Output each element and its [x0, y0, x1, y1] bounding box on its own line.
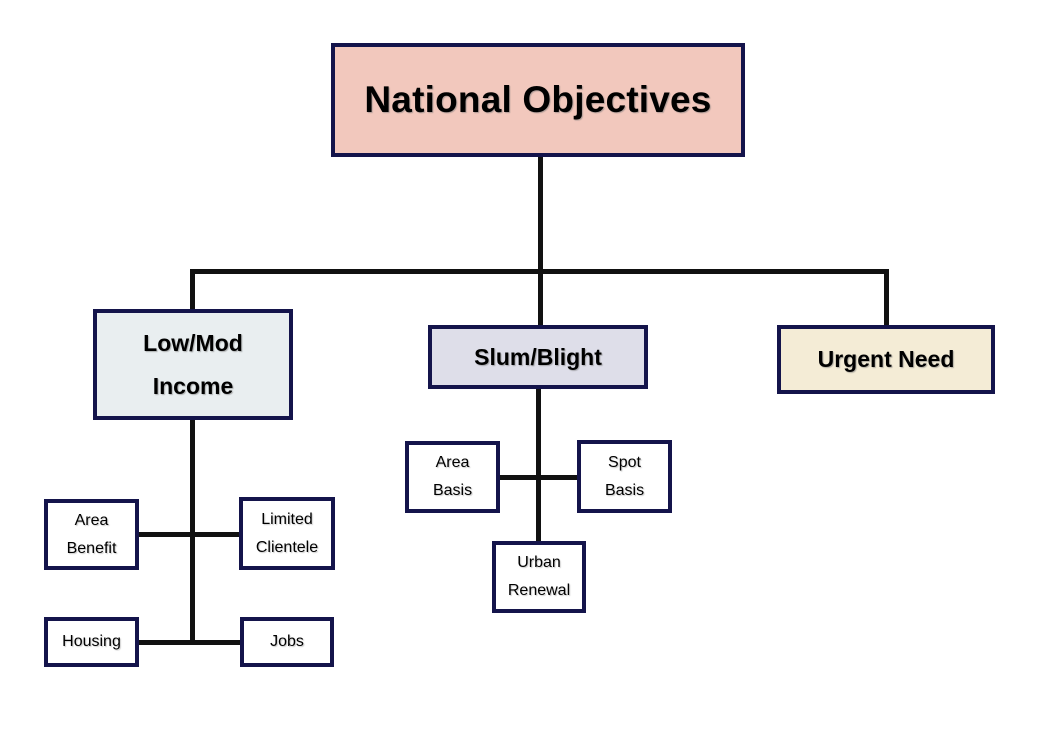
node-limited-clientele-label-line1: Limited — [261, 510, 313, 528]
node-low-mod-income[interactable]: Low/Mod Income — [93, 309, 293, 420]
connector-low-mod-crossbar-1 — [137, 532, 241, 537]
node-urban-renewal[interactable]: Urban Renewal — [492, 541, 586, 613]
node-limited-clientele[interactable]: Limited Clientele — [239, 497, 335, 570]
node-area-basis-label-line1: Area — [435, 454, 470, 471]
connector-slum-blight-crossbar — [498, 475, 579, 480]
connector-drop-urgent-need — [884, 269, 889, 327]
node-jobs-label: Jobs — [270, 633, 304, 650]
node-jobs[interactable]: Jobs — [240, 617, 334, 667]
connector-drop-low-mod-income — [190, 269, 195, 311]
node-limited-clientele-label-line2: Clientele — [255, 538, 319, 556]
node-spot-basis-label-line2: Basis — [604, 481, 645, 499]
node-area-basis-label-line2: Basis — [432, 482, 473, 499]
node-urgent-need[interactable]: Urgent Need — [777, 325, 995, 394]
node-slum-blight[interactable]: Slum/Blight — [428, 325, 648, 389]
node-spot-basis[interactable]: Spot Basis — [577, 440, 672, 513]
node-area-basis[interactable]: Area Basis — [405, 441, 500, 513]
node-low-mod-income-label-line2: Income — [152, 372, 234, 399]
node-housing[interactable]: Housing — [44, 617, 139, 667]
node-housing-label: Housing — [62, 633, 121, 650]
connector-slum-blight-stem — [536, 387, 541, 543]
node-area-benefit-label-line2: Benefit — [66, 539, 117, 557]
node-urban-renewal-label-line1: Urban — [517, 554, 561, 571]
node-national-objectives[interactable]: National Objectives — [331, 43, 745, 157]
node-slum-blight-label: Slum/Blight — [474, 343, 602, 370]
connector-root-trunk — [538, 155, 543, 274]
node-low-mod-income-label-line1: Low/Mod — [143, 329, 243, 356]
connector-drop-slum-blight — [538, 269, 543, 327]
connector-low-mod-crossbar-2 — [137, 640, 242, 645]
node-spot-basis-label-line1: Spot — [608, 453, 641, 471]
node-urgent-need-label: Urgent Need — [817, 346, 955, 372]
node-urban-renewal-label-line2: Renewal — [507, 582, 571, 599]
node-national-objectives-label: National Objectives — [364, 79, 712, 120]
node-area-benefit-label-line1: Area — [74, 511, 109, 529]
node-area-benefit[interactable]: Area Benefit — [44, 499, 139, 570]
connector-low-mod-stem — [190, 418, 195, 645]
